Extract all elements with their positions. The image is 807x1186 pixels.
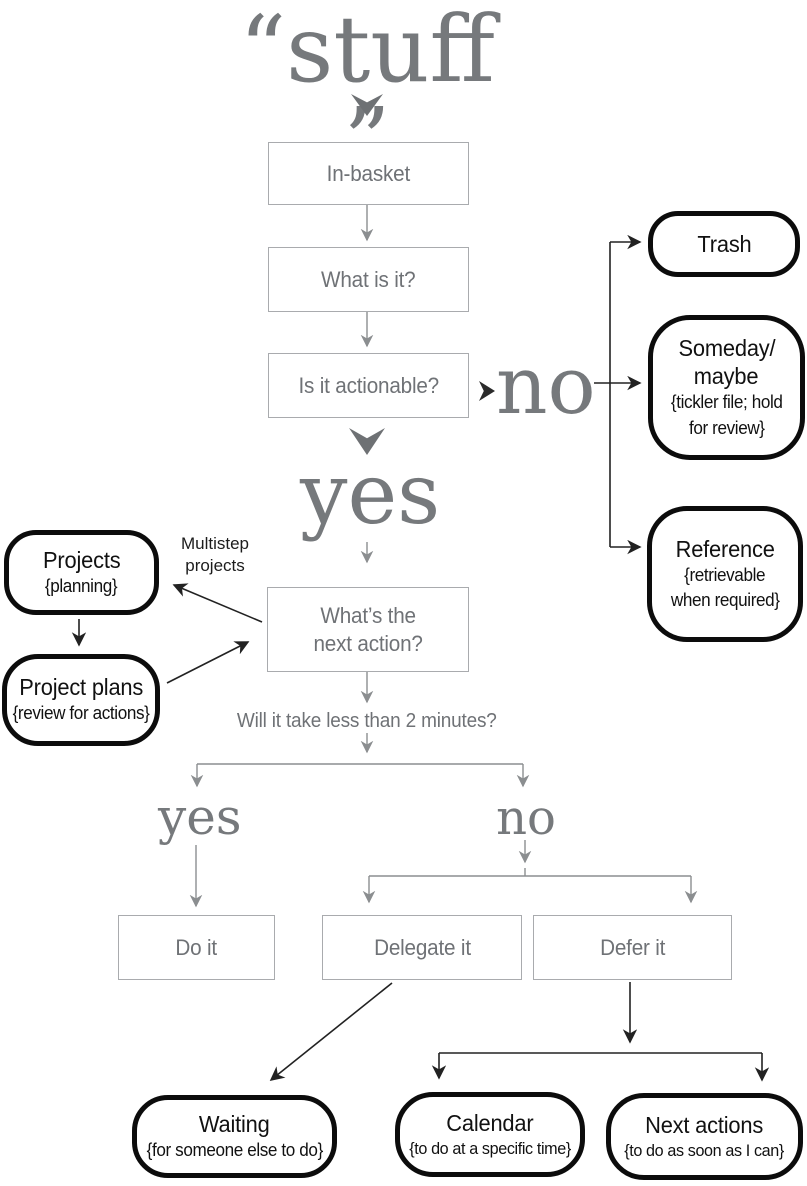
whats-next-line-1: What’s the — [320, 603, 416, 628]
waiting-label: Waiting — [199, 1110, 270, 1137]
what-is-it-label: What is it? — [321, 266, 416, 292]
calendar-sub: {to do at a specific time} — [409, 1138, 571, 1158]
yes-big-label: yes — [300, 445, 441, 543]
project-plans-sub: {review for actions} — [12, 703, 150, 724]
what-is-it-box: What is it? — [268, 247, 469, 312]
in-basket-box: In-basket — [268, 142, 469, 205]
projects-box: Projects {planning} — [4, 530, 159, 615]
someday-sub-2: for review} — [688, 417, 765, 438]
waiting-sub: {for someone else to do} — [146, 1139, 323, 1160]
reference-sub-2: when required} — [670, 590, 780, 611]
branch-no-label: no — [496, 790, 556, 846]
multistep-projects-label: Multistep projects — [168, 533, 262, 577]
reference-label: Reference — [675, 535, 775, 562]
waiting-box: Waiting {for someone else to do} — [132, 1095, 337, 1178]
delegate-it-label: Delegate it — [373, 934, 471, 960]
whats-next-action-box: What’s the next action? — [267, 587, 469, 672]
next-actions-sub: {to do as soon as I can} — [624, 1140, 785, 1160]
someday-title-2: maybe — [694, 363, 759, 390]
branch-yes-label: yes — [158, 788, 242, 846]
next-actions-label: Next actions — [645, 1111, 764, 1138]
multistep-line-1: Multistep — [180, 534, 250, 553]
project-plans-box: Project plans {review for actions} — [2, 654, 160, 746]
is-it-actionable-box: Is it actionable? — [268, 353, 469, 418]
someday-sub-1: {tickler file; hold — [670, 392, 783, 413]
projects-sub: {planning} — [45, 575, 118, 596]
whats-next-line-2: next action? — [313, 630, 423, 656]
project-plans-label: Project plans — [19, 674, 143, 701]
two-minutes-text: Will it take less than 2 minutes? — [237, 710, 497, 732]
multistep-line-2: projects — [185, 556, 245, 576]
whats-next-action-label: What’s the next action? — [313, 602, 422, 657]
defer-it-box: Defer it — [533, 915, 732, 980]
reference-sub-1: {retrievable — [684, 564, 766, 585]
calendar-label: Calendar — [446, 1109, 534, 1136]
projects-label: Projects — [42, 546, 121, 573]
no-big-label: no — [496, 339, 596, 432]
defer-it-label: Defer it — [599, 934, 666, 960]
reference-box: Reference {retrievable when required} — [647, 506, 803, 642]
do-it-box: Do it — [118, 915, 275, 980]
two-minutes-question: Will it take less than 2 minutes? — [217, 709, 517, 733]
trash-label: Trash — [696, 230, 752, 257]
is-it-actionable-label: Is it actionable? — [298, 372, 439, 398]
someday-maybe-box: Someday/ maybe {tickler file; hold for r… — [648, 315, 805, 460]
do-it-label: Do it — [175, 934, 218, 960]
someday-title-1: Someday/ — [678, 335, 775, 362]
delegate-it-box: Delegate it — [322, 915, 522, 980]
calendar-box: Calendar {to do at a specific time} — [395, 1092, 585, 1177]
in-basket-label: In-basket — [326, 160, 411, 186]
trash-box: Trash — [648, 211, 800, 277]
next-actions-box: Next actions {to do as soon as I can} — [606, 1093, 803, 1180]
